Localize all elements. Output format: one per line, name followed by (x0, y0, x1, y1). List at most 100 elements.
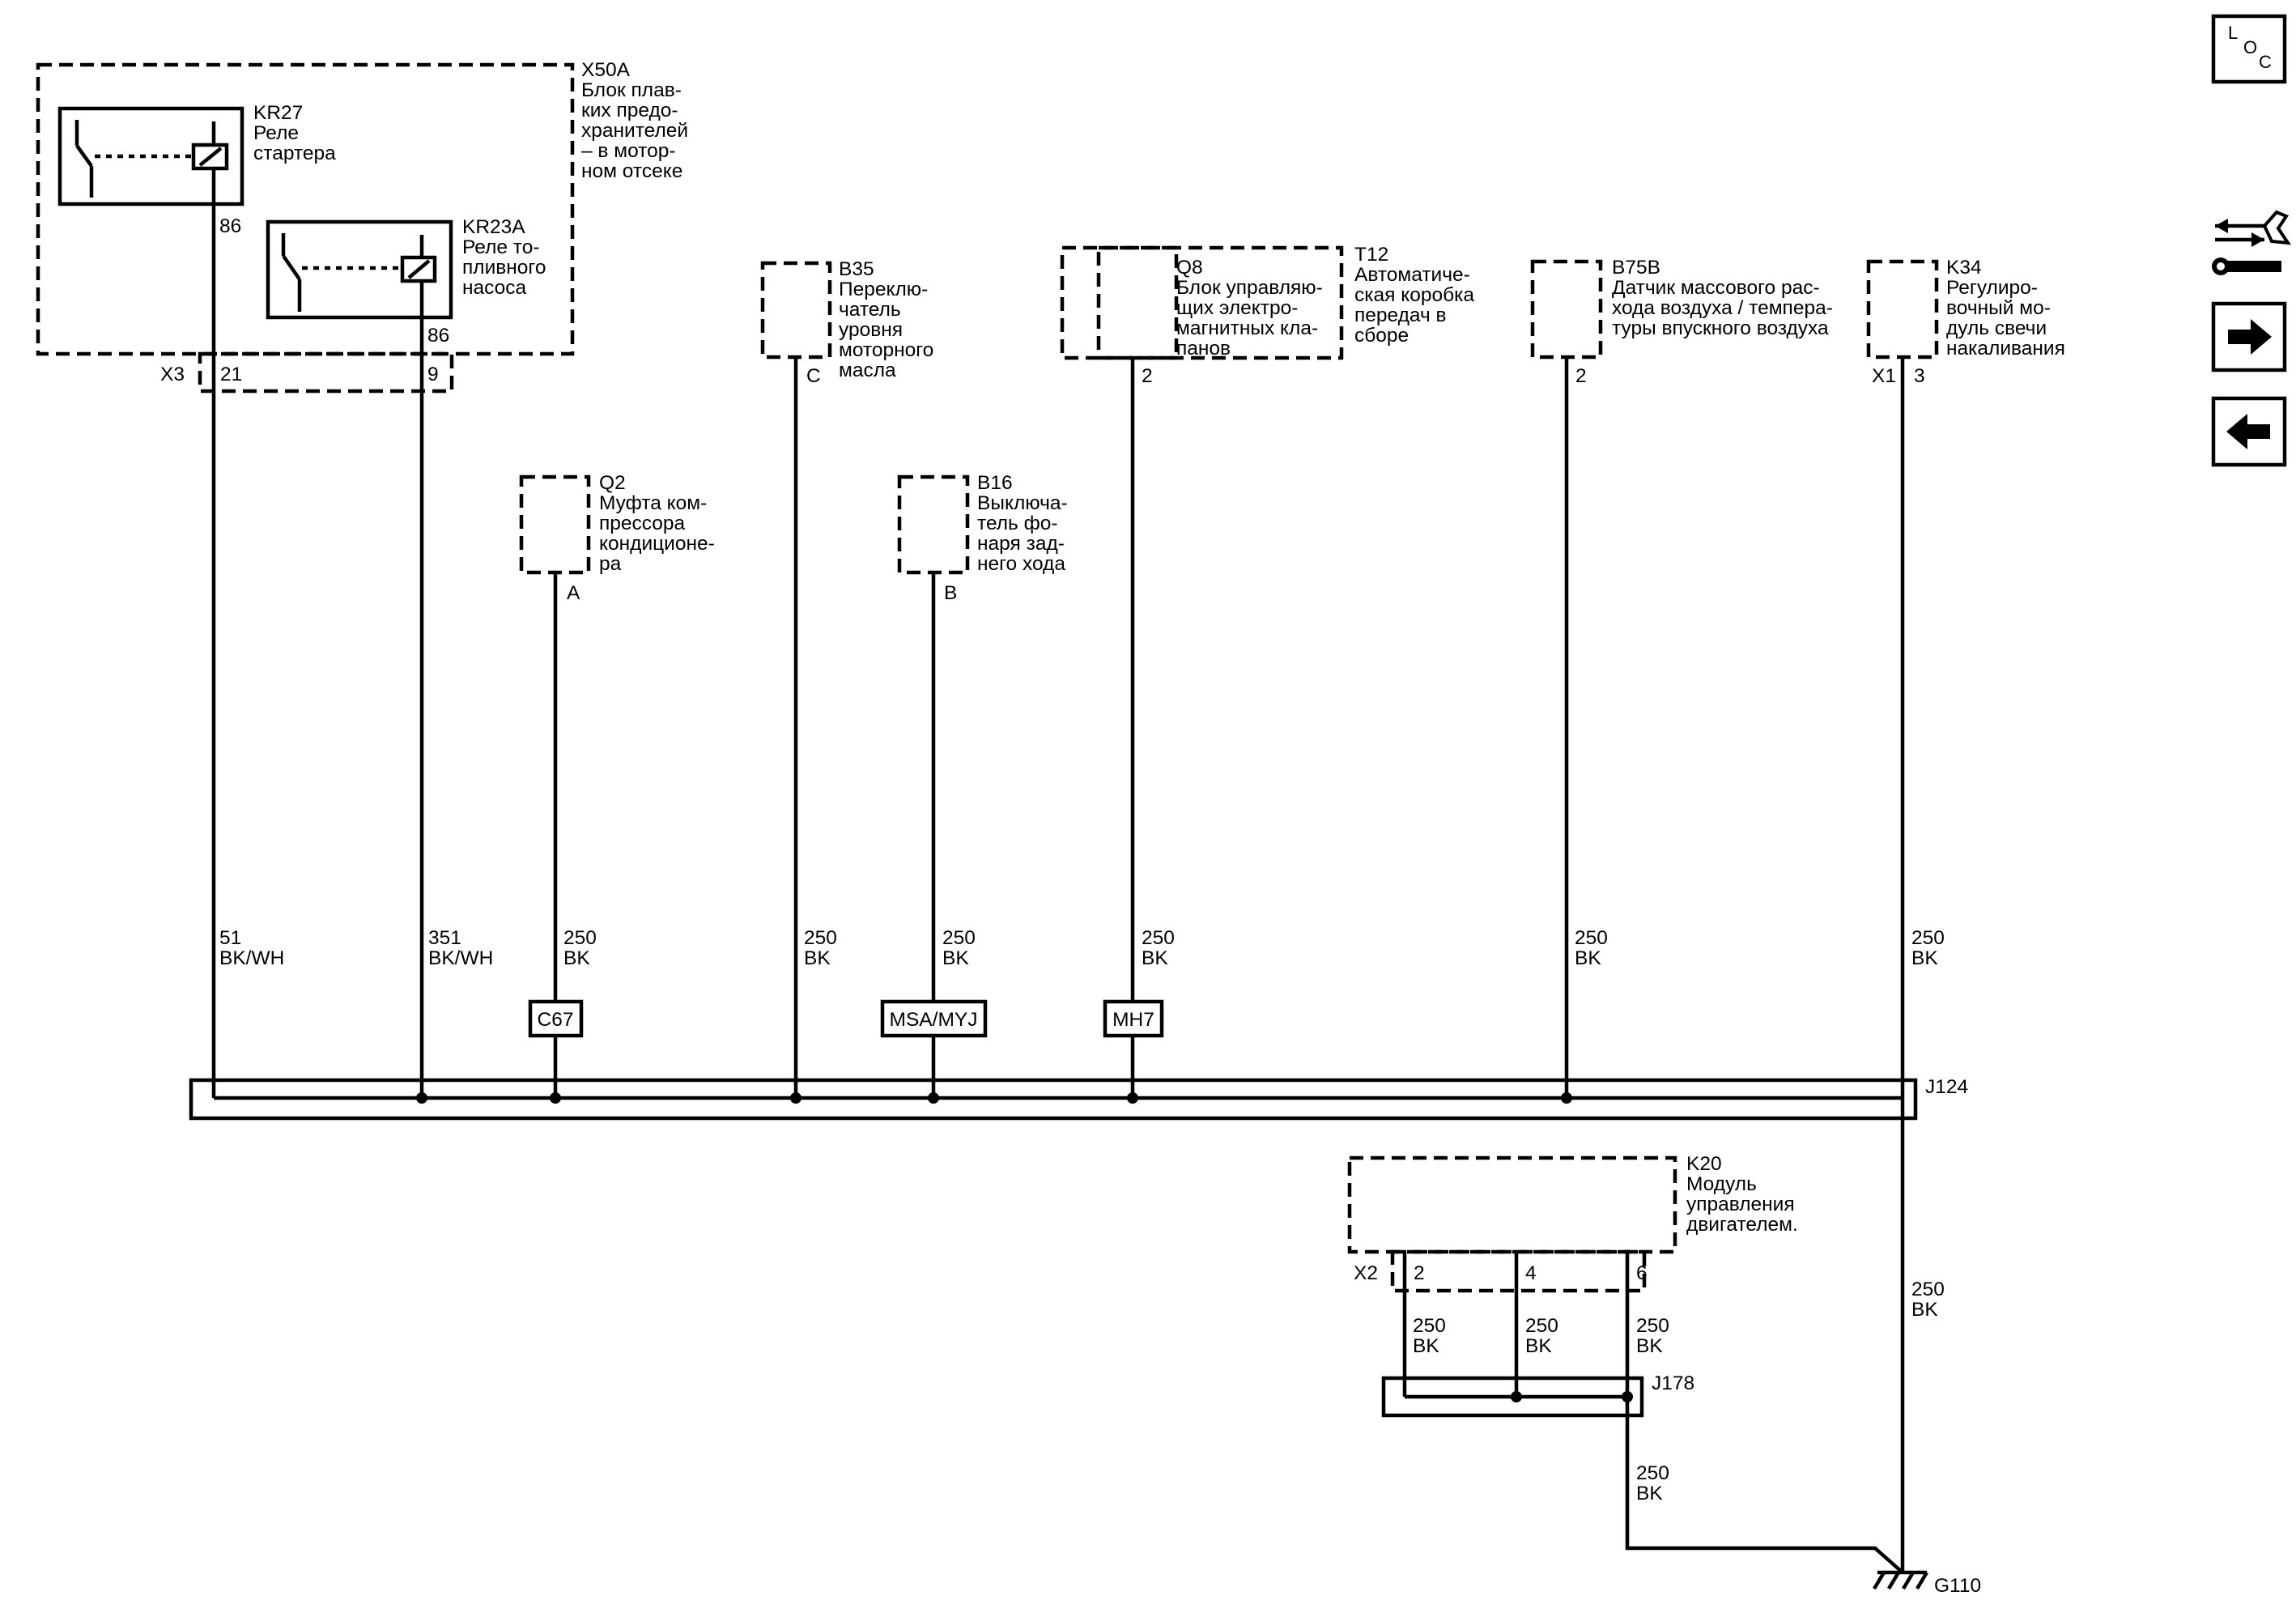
wire-circuit-label: 250 (563, 927, 597, 949)
component-q2: Q2 Муфта ком- прессора кондиционе- ра A (519, 472, 715, 604)
loc-button[interactable]: L O C (2211, 14, 2287, 84)
inline-connectors: C67 MSA/MYJ MH7 (528, 999, 1164, 1038)
b16-label-line: него хода (977, 553, 1065, 575)
q2-label-line: прессора (599, 513, 686, 534)
wire-color-label: BK (1525, 1335, 1552, 1357)
g110-label: G110 (1934, 1575, 1981, 1597)
loc-letter: O (2243, 37, 2257, 57)
wire-circuit-label: 351 (428, 927, 461, 949)
k20-label-line: Модуль (1686, 1173, 1757, 1195)
k34-connector-label: X1 (1872, 365, 1896, 387)
wire-circuit-label: 250 (1413, 1315, 1446, 1337)
wire-circuit-label: 51 (219, 927, 241, 949)
x50a-label-line: – в мотор- (581, 140, 676, 162)
splice-j124: J124 (189, 1076, 1968, 1121)
b75b-label-line: туры впускного воздуха (1612, 317, 1829, 339)
k34-label-line: накаливания (1946, 338, 2065, 360)
k20-id: K20 (1686, 1153, 1722, 1175)
x3-pin-9: 9 (427, 364, 439, 385)
kr23a-pin-label: 86 (427, 325, 449, 347)
k20-connector-label: X2 (1354, 1262, 1378, 1284)
j178-ground-wire: 250 BK (1625, 1397, 1904, 1574)
t12-label-line: сборе (1354, 325, 1409, 347)
x3-id: X3 (160, 364, 185, 385)
wire-color-label: BK (1911, 947, 1938, 969)
inline-connector-c67: C67 (528, 999, 584, 1038)
kr23a-label-line: насоса (462, 277, 527, 299)
k20-pin-2: 2 (1414, 1262, 1425, 1284)
kr23a-label-line: пливного (462, 257, 546, 279)
b16-id: B16 (977, 472, 1013, 494)
k34-label-line: Регулиро- (1946, 277, 2038, 299)
wire-labels: 51 BK/WH 351 BK/WH 250 BK 250 BK 250 BK … (219, 927, 1945, 1321)
k20-pin-4: 4 (1525, 1262, 1537, 1284)
b35-label-line: моторного (839, 339, 933, 361)
b35-id: B35 (839, 258, 874, 280)
b35-label-line: уровня (839, 319, 903, 341)
component-b16: B16 Выключа- тель фо- наря зад- него ход… (897, 472, 1068, 604)
x50a-id: X50A (581, 59, 631, 81)
next-button[interactable] (2211, 301, 2287, 372)
k20-label-line: управления (1686, 1194, 1795, 1215)
q2-id: Q2 (599, 472, 626, 494)
arrow-right-icon (2228, 319, 2272, 355)
b75b-id: B75B (1612, 257, 1660, 279)
x50a-label-line: ких предо- (581, 100, 678, 121)
wire-color-label: BK (1636, 1335, 1663, 1357)
k34-label-line: вочный мо- (1946, 297, 2051, 319)
wire-circuit-label: 250 (804, 927, 837, 949)
exchange-wrench-icon[interactable] (2212, 210, 2292, 275)
t12-label-line: ская коробка (1354, 284, 1474, 306)
b35-label-line: Переклю- (839, 279, 928, 300)
wire-color-label: BK (1911, 1299, 1938, 1321)
loc-letter: C (2259, 52, 2272, 72)
k34-label-line: дуль свечи (1946, 317, 2047, 339)
b75b-pin-label: 2 (1575, 365, 1587, 387)
q2-label-line: Муфта ком- (599, 492, 707, 514)
arrow-left-icon (2226, 414, 2270, 449)
msa-myj-label: MSA/MYJ (890, 1009, 978, 1031)
wire-color-label: BK (1575, 947, 1601, 969)
splice-j178: J178 (1381, 1372, 1694, 1418)
t12-label-line: передач в (1354, 304, 1447, 326)
b75b-label-line: Датчик массового рас- (1612, 277, 1820, 299)
q2-label-line: кондиционе- (599, 533, 715, 555)
component-k34: K34 Регулиро- вочный мо- дуль свечи нака… (1866, 257, 2065, 387)
inline-connector-mh7: MH7 (1103, 999, 1164, 1038)
kr27-label-line: стартера (253, 143, 336, 164)
b16-label-line: Выключа- (977, 492, 1068, 514)
t12-id: T12 (1354, 244, 1388, 266)
q8-id: Q8 (1176, 257, 1203, 279)
wire-circuit-label: 250 (1525, 1315, 1558, 1337)
relay-kr23a: KR23A Реле то- пливного насоса 86 (266, 216, 546, 347)
t12-label-line: Автоматиче- (1354, 264, 1470, 286)
component-t12-q8: Q8 Блок управляю- щих электро- магнитных… (1060, 244, 1474, 387)
kr23a-label-line: Реле то- (462, 236, 540, 258)
kr23a-id: KR23A (462, 216, 525, 238)
q8-label-line: щих электро- (1176, 297, 1298, 319)
b75b-label-line: хода воздуха / темпера- (1612, 297, 1833, 319)
wire-circuit-label: 250 (1636, 1315, 1669, 1337)
wire-circuit-label: 250 (942, 927, 976, 949)
component-b35: B35 Переклю- чатель уровня моторного мас… (760, 258, 933, 387)
q8-label-line: Блок управляю- (1176, 277, 1323, 299)
wire-circuit-label: 250 (1636, 1462, 1669, 1484)
wire-color-label: BK/WH (219, 947, 284, 969)
wire-color-label: BK (804, 947, 831, 969)
k34-id: K34 (1946, 257, 1982, 279)
q8-label-line: магнитных кла- (1176, 317, 1318, 339)
x50a-label-line: ном отсеке (581, 160, 682, 182)
q2-pin-label: A (567, 582, 580, 604)
relay-kr27: KR27 Реле стартера 86 (57, 102, 336, 237)
kr27-label-line: Реле (253, 122, 299, 144)
b35-pin-label: C (806, 365, 821, 387)
prev-button[interactable] (2211, 396, 2287, 467)
wires-to-j124 (211, 204, 1905, 1572)
loc-letter: L (2228, 23, 2238, 43)
b35-label-line: масла (839, 360, 896, 381)
j124-label: J124 (1925, 1076, 1968, 1098)
kr27-id: KR27 (253, 102, 303, 124)
kr27-pin-label: 86 (219, 215, 241, 237)
wire-circuit-label: 250 (1575, 927, 1608, 949)
